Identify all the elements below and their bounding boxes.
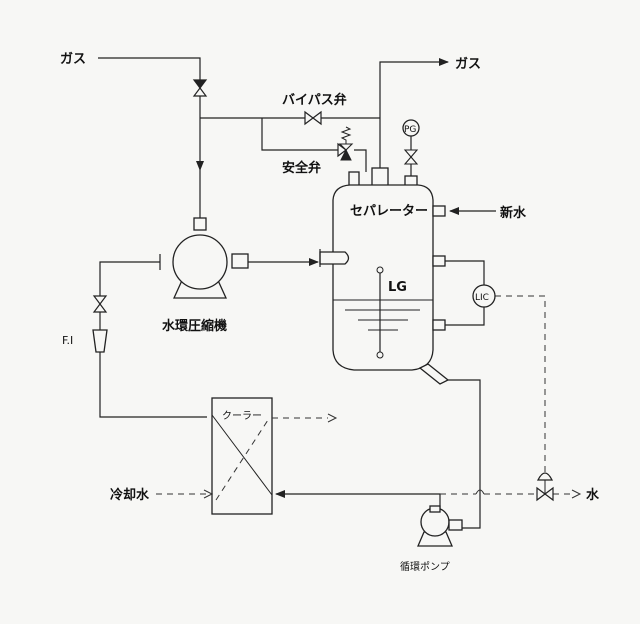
seal-water-valve-icon [92,295,108,313]
gas-in-label: ガス [60,52,86,67]
water-outlet-line [440,489,582,499]
gas-inlet-valve-icon [192,79,208,97]
safety-valve-label: 安全弁 [282,160,321,176]
separator-vessel [319,167,450,385]
gas-out-label: ガス [455,57,481,72]
separator-bottom-line [448,379,481,529]
cooling-water-line [156,489,214,499]
separator-label: セパレーター [350,204,428,219]
control-valve-icon [536,472,554,502]
safety-valve-line [261,118,367,172]
fresh-water-label: 新水 [500,205,527,221]
bypass-valve-label: バイパス弁 [282,92,347,108]
gas-inlet-line [98,57,204,218]
compressor-icon [159,217,249,299]
pump-discharge-line [275,490,441,510]
pressure-gauge-label: PG [404,125,416,135]
seal-water-line [99,261,207,418]
water-out-label: 水 [586,487,600,503]
cooler-outlet-dashed [272,413,338,423]
level-controller-lines [445,260,546,472]
compressor-label: 水環圧縮機 [162,318,227,334]
cooler-icon [211,397,273,515]
cooling-water-label: 冷却水 [110,487,150,503]
cooler-label: クーラー [222,410,262,422]
level-controller-label: LIC [475,293,489,303]
level-gauge-label: LG [388,280,407,295]
pressure-gauge-icon [402,119,420,176]
gas-outlet-line [379,58,449,170]
flow-indicator-label: F.I [62,334,73,347]
safety-valve-icon [337,126,354,161]
level-controller-icon [472,284,496,308]
flow-indicator-icon [92,329,108,353]
pump-icon [417,505,463,547]
bypass-valve-icon [304,110,322,126]
pump-label: 循環ポンプ [400,560,450,573]
